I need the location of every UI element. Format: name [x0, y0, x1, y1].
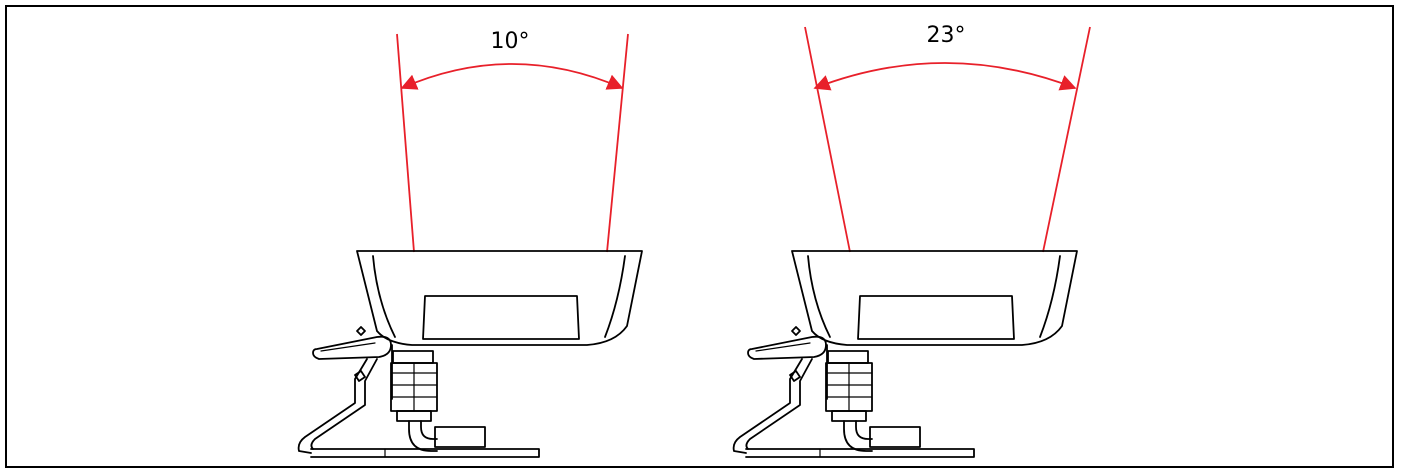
- angle-arc-right: [813, 62, 1077, 91]
- angle-label-right: 23°: [927, 23, 966, 48]
- beam-line-left-inner: [606, 33, 629, 253]
- angle-arc-left: [400, 63, 624, 90]
- diagram-frame: [5, 5, 1394, 468]
- angle-label-left: 10°: [491, 29, 530, 54]
- beam-line-right-outer: [804, 26, 851, 253]
- beam-line-left-outer: [396, 33, 415, 253]
- sensor-device-right: [732, 250, 1078, 458]
- sensor-device-left: [297, 250, 643, 458]
- diagram-right: 23°: [732, 23, 1091, 458]
- beam-line-right-inner: [1042, 26, 1091, 253]
- diagram-left: 10°: [297, 29, 643, 458]
